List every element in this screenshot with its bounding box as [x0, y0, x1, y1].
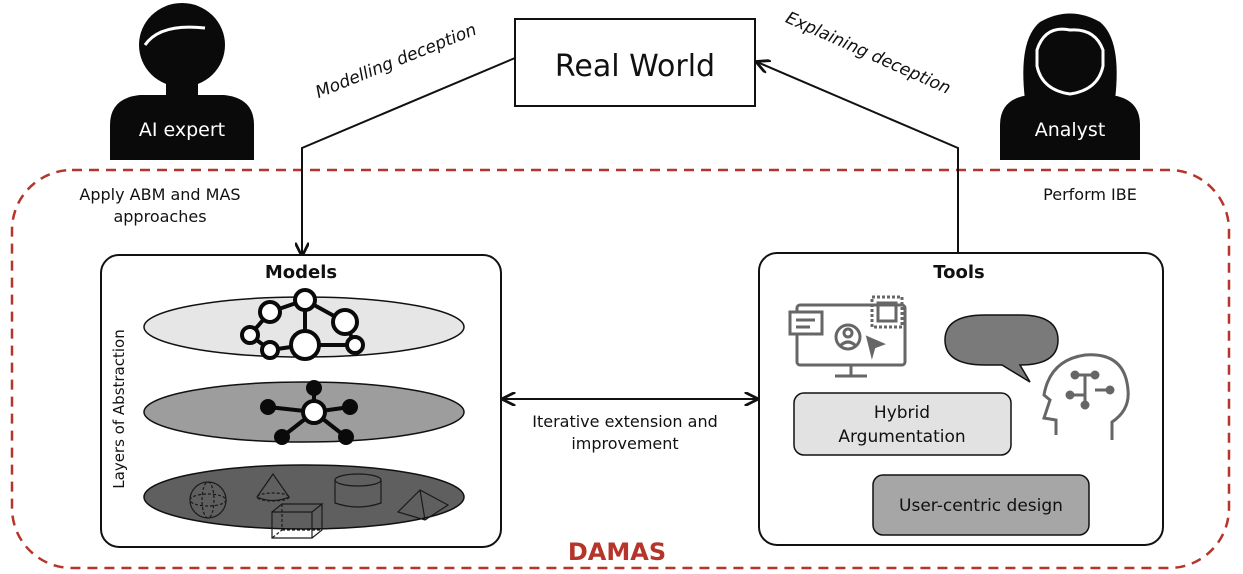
layers-of-abstraction-label: Layers of Abstraction [110, 329, 128, 488]
explaining-connector [757, 62, 959, 254]
models-panel: Models Layers of Abstraction [100, 254, 502, 548]
user-centric-label: User-centric design [899, 496, 1063, 516]
agent-network-layer [143, 288, 465, 361]
real-world-node: Real World [514, 18, 756, 107]
analyst-avatar: Analyst [1000, 13, 1140, 160]
iterative-label-line2: improvement [571, 434, 678, 453]
monitor-user-icon [788, 295, 907, 378]
geometric-shapes-icon [189, 472, 450, 539]
ai-head-icon [1042, 353, 1130, 440]
damas-label: DAMAS [568, 538, 666, 566]
user-centric-design-box: User-centric design [872, 474, 1090, 536]
ai-expert-role-line2: approaches [113, 207, 206, 226]
hybrid-label-line2: Argumentation [838, 427, 965, 447]
models-title: Models [265, 262, 337, 283]
analyst-role: Perform IBE [1043, 185, 1137, 204]
modelling-connector [302, 57, 516, 255]
explaining-deception-label: Explaining deception [783, 8, 954, 99]
real-world-label: Real World [555, 49, 715, 84]
hybrid-label-line1: Hybrid [874, 403, 930, 423]
ai-expert-label: AI expert [139, 119, 225, 141]
speech-bubble-icon [944, 314, 1059, 383]
hub-layer [143, 380, 465, 445]
analyst-label: Analyst [1035, 119, 1106, 141]
geometry-layer [143, 464, 465, 539]
hub-network-icon [260, 380, 358, 445]
agent-network-icon [240, 288, 365, 361]
damas-boundary [10, 168, 1231, 570]
iterative-label-line1: Iterative extension and [532, 412, 718, 431]
tools-panel: Tools [758, 252, 1164, 546]
ai-expert-avatar: AI expert [110, 3, 254, 160]
ai-expert-role-line1: Apply ABM and MAS [79, 185, 240, 204]
tools-title: Tools [933, 262, 985, 283]
modelling-deception-label: Modelling deception [313, 20, 480, 103]
hybrid-argumentation-box: Hybrid Argumentation [793, 392, 1012, 456]
